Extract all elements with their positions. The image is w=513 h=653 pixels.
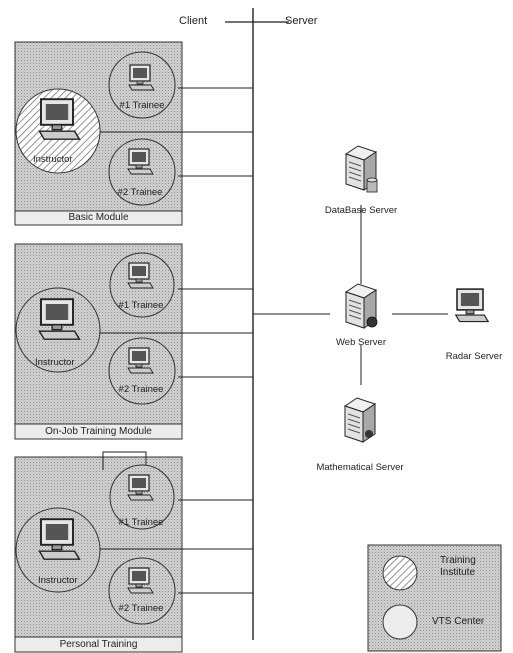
personal-trainee2-label: #2 Trainee bbox=[118, 603, 164, 614]
legend-vts-center-swatch bbox=[382, 604, 418, 640]
computer-icon bbox=[38, 98, 81, 141]
web-server-label: Web Server bbox=[336, 337, 386, 348]
server-label: Server bbox=[285, 15, 318, 27]
legend-vts-center-label: VTS Center bbox=[432, 616, 485, 627]
computer-icon bbox=[127, 262, 154, 289]
onjob-module-label-box bbox=[14, 423, 183, 440]
computer-icon bbox=[38, 298, 81, 341]
computer-icon bbox=[127, 474, 154, 501]
onjob-module-label: On-Job Training Module bbox=[45, 426, 152, 437]
onjob-instructor-label: Instructor bbox=[35, 357, 75, 368]
radar-server-label: Radar Server bbox=[445, 351, 503, 362]
onjob-trainee1-label: #1 Trainee bbox=[118, 300, 164, 311]
globe-icon bbox=[366, 316, 378, 328]
client-label: Client bbox=[179, 15, 208, 27]
computer-icon bbox=[128, 64, 155, 91]
computer-icon bbox=[127, 148, 154, 175]
personal-module-label: Personal Training bbox=[59, 639, 138, 650]
onjob-trainee2-label: #2 Trainee bbox=[118, 384, 164, 395]
radar-server-icon bbox=[454, 288, 489, 323]
personal-module-label-box bbox=[14, 636, 183, 653]
basic-trainee1-label: #1 Trainee bbox=[119, 100, 165, 111]
basic-instructor-label: Instructor bbox=[33, 154, 73, 165]
legend-training-institute-label: Training Institute bbox=[440, 555, 476, 578]
database-cylinder-icon bbox=[366, 177, 378, 193]
computer-icon bbox=[38, 518, 81, 561]
database-server-label: DataBase Server bbox=[324, 205, 398, 216]
basic-module-label-box bbox=[14, 210, 183, 226]
legend-training-institute-swatch bbox=[382, 555, 418, 591]
computer-icon bbox=[127, 347, 154, 374]
basic-trainee2-label: #2 Trainee bbox=[117, 187, 163, 198]
user-badge-icon bbox=[365, 430, 373, 438]
math-server-label: Mathematical Server bbox=[316, 462, 404, 473]
basic-module-label: Basic Module bbox=[68, 212, 129, 223]
computer-icon bbox=[127, 567, 154, 594]
personal-trainee1-label: #1 Trainee bbox=[118, 517, 164, 528]
personal-instructor-label: Instructor bbox=[38, 575, 78, 586]
